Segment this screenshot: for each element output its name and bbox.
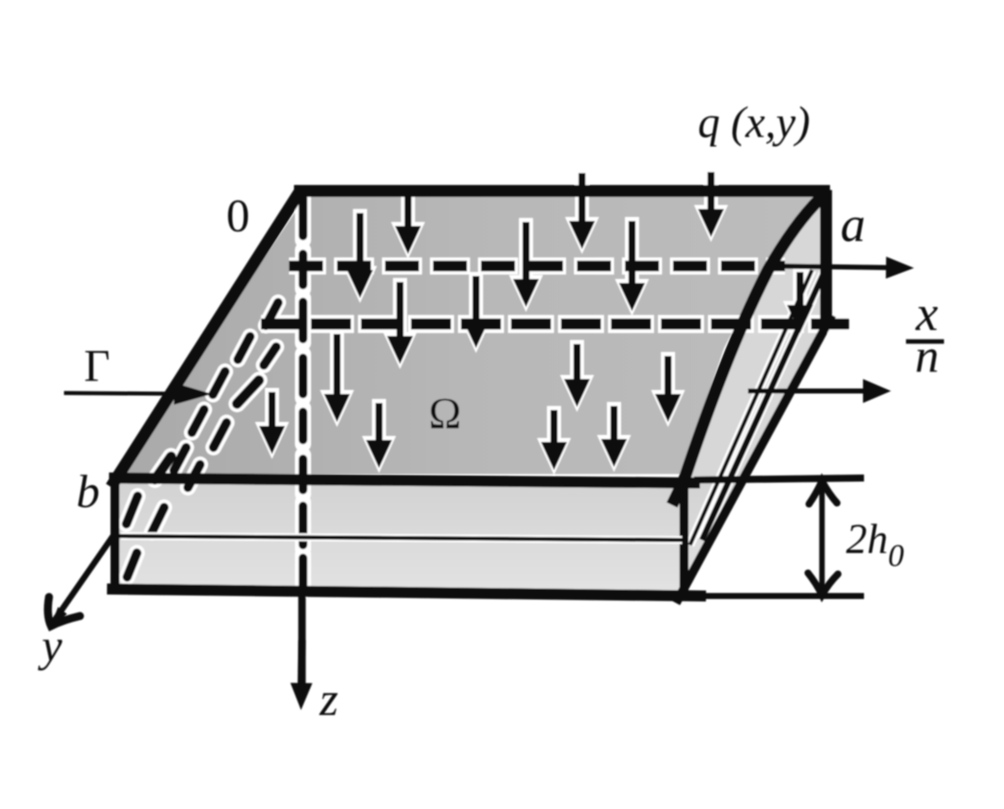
svg-text:Γ: Γ [84,341,110,391]
svg-text:q (x,y): q (x,y) [698,98,810,147]
svg-text:y: y [38,620,63,671]
svg-text:z: z [319,673,339,726]
svg-text:a: a [841,196,866,252]
svg-text:0: 0 [226,190,250,242]
svg-text:Ω: Ω [429,389,462,438]
svg-text:n: n [915,330,939,383]
svg-text:x: x [915,285,938,341]
svg-text:b: b [76,466,100,518]
